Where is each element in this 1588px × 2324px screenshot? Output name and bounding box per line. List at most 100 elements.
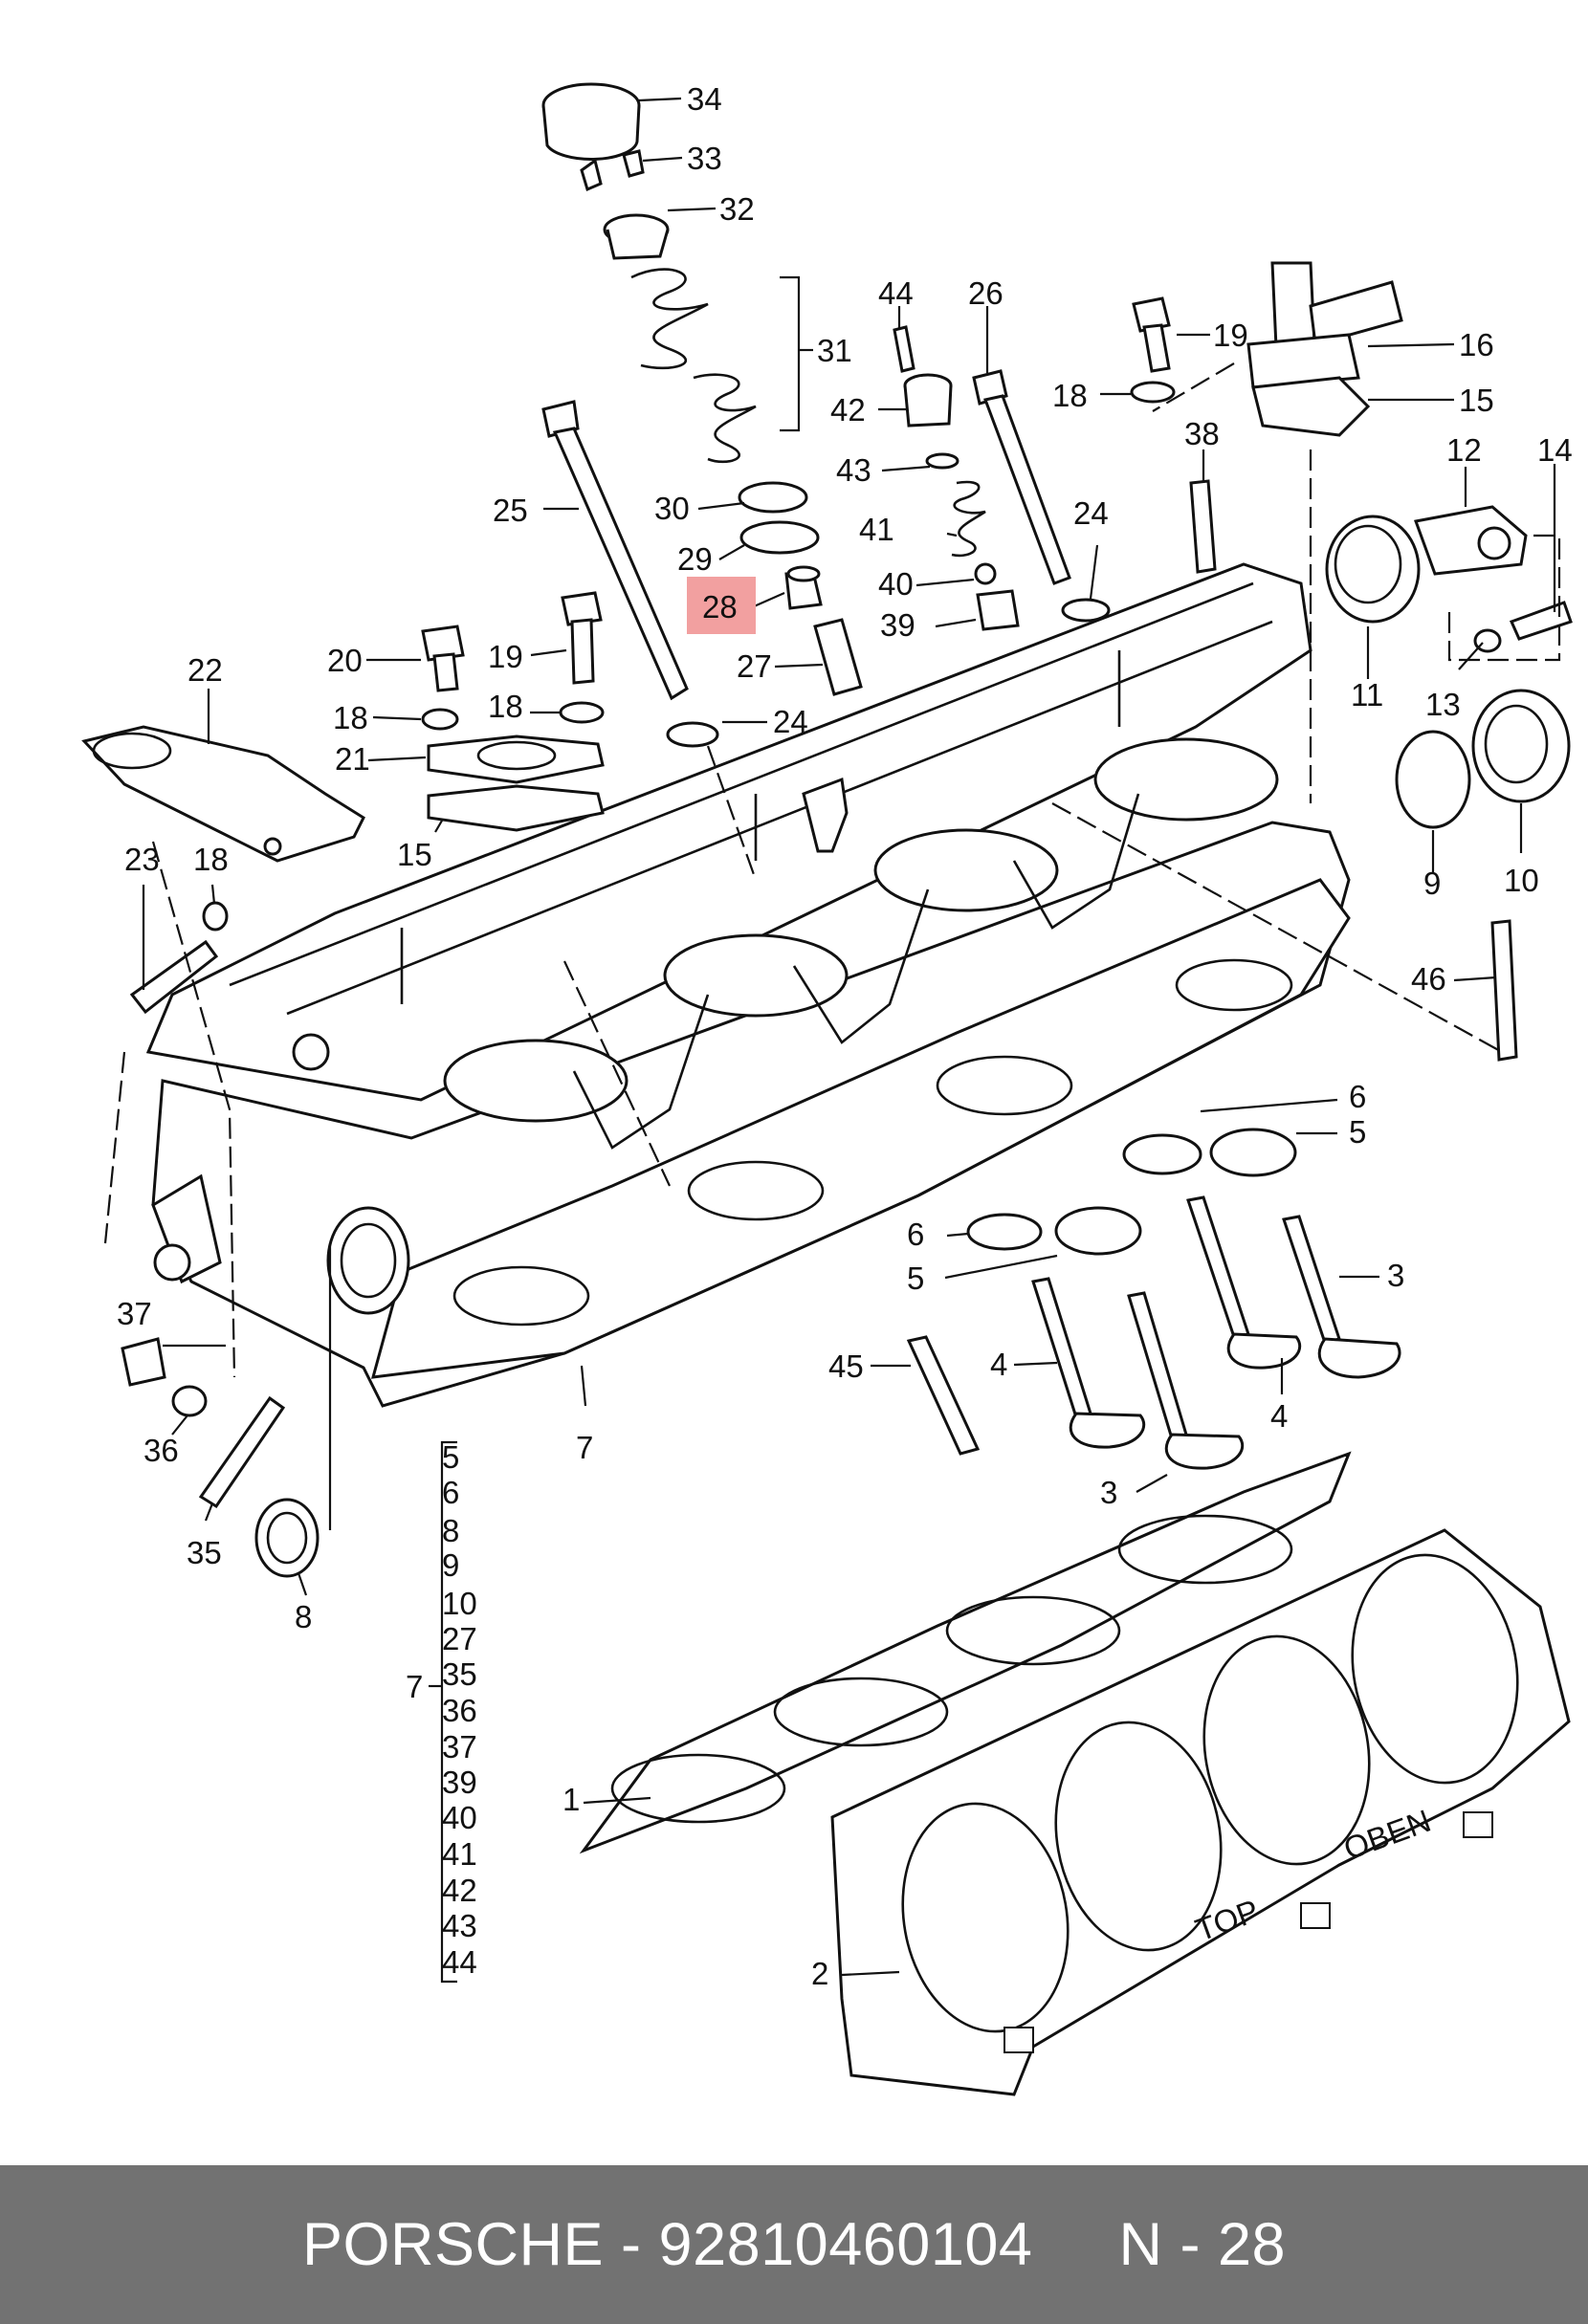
callout-5-a[interactable]: 5 (1349, 1114, 1366, 1150)
callout-6-b[interactable]: 6 (907, 1217, 924, 1252)
callout-43[interactable]: 43 (836, 452, 871, 488)
footer-separator: - (621, 2211, 642, 2278)
kit-item: 10 (442, 1586, 477, 1621)
part-23-bolt (129, 939, 219, 1015)
part-20-bolt (421, 625, 465, 692)
part-35-stud (198, 1395, 286, 1509)
callout-7-a[interactable]: 7 (576, 1430, 593, 1465)
callout-33[interactable]: 33 (687, 141, 722, 176)
callout-18-d[interactable]: 18 (193, 842, 229, 877)
assembly-lines (103, 362, 1561, 1378)
callout-25[interactable]: 25 (493, 493, 528, 528)
callout-39[interactable]: 39 (880, 607, 915, 643)
part-40-ball (974, 562, 997, 585)
part-3-valve-b (1127, 1291, 1245, 1470)
part-18-washer-a (1130, 381, 1176, 404)
callout-12[interactable]: 12 (1446, 432, 1482, 468)
callout-20[interactable]: 20 (327, 643, 363, 678)
callout-2[interactable]: 2 (811, 1956, 828, 1991)
part-22-bracket (81, 725, 365, 863)
part-33-valve-keepers (580, 149, 645, 192)
callout-40[interactable]: 40 (878, 566, 914, 602)
callout-6-a[interactable]: 6 (1349, 1079, 1366, 1114)
part-19-bolt-a (1132, 296, 1171, 373)
callout-23[interactable]: 23 (124, 842, 160, 877)
part-16-coolant-fitting (1246, 261, 1403, 389)
callout-15-a[interactable]: 15 (1459, 383, 1494, 418)
head-gasket-1 (579, 1451, 1352, 1854)
callout-15-b[interactable]: 15 (397, 837, 432, 872)
callout-3-b[interactable]: 3 (1100, 1475, 1117, 1510)
part-43-washer (925, 452, 959, 470)
callout-19-b[interactable]: 19 (488, 639, 523, 674)
kit-item: 36 (442, 1693, 477, 1728)
part-8-seal (254, 1498, 320, 1578)
footer-brand: PORSCHE (301, 2211, 605, 2278)
callout-29[interactable]: 29 (677, 541, 713, 577)
callout-18-c[interactable]: 18 (488, 689, 523, 724)
callout-46[interactable]: 46 (1411, 961, 1446, 997)
callout-26[interactable]: 26 (968, 275, 1004, 311)
callout-14[interactable]: 14 (1537, 432, 1573, 468)
footer-ref: N - 28 (1118, 2211, 1287, 2278)
callout-35[interactable]: 35 (187, 1535, 222, 1570)
callout-28[interactable]: 28 (702, 589, 738, 625)
callout-38[interactable]: 38 (1184, 416, 1220, 451)
callout-13[interactable]: 13 (1425, 687, 1461, 722)
callout-45[interactable]: 45 (828, 1348, 864, 1384)
callout-27[interactable]: 27 (737, 648, 772, 684)
callout-8[interactable]: 8 (295, 1599, 312, 1634)
footer-part-number: 92810460104 (658, 2211, 1033, 2278)
callout-21[interactable]: 21 (335, 741, 370, 777)
callout-37[interactable]: 37 (117, 1296, 152, 1331)
part-6-seat-b (966, 1213, 1043, 1251)
kit-item: 44 (442, 1944, 477, 1980)
part-36-nut (171, 1385, 208, 1417)
part-30-spring-seat (738, 481, 808, 514)
kit-item: 8 (442, 1513, 459, 1548)
callout-18-b[interactable]: 18 (333, 700, 368, 735)
callout-34[interactable]: 34 (687, 81, 722, 117)
part-3-valve-a (1282, 1215, 1401, 1379)
callout-32[interactable]: 32 (719, 191, 755, 227)
part-15-fitting-gasket (1251, 376, 1371, 437)
part-10-screw-plug (1471, 689, 1571, 803)
callout-11[interactable]: 11 (1351, 677, 1383, 713)
part-42-tensioner-head (903, 373, 953, 428)
callout-44[interactable]: 44 (878, 275, 914, 311)
part-11-cap (1325, 515, 1421, 624)
part-28-valve-stem-seal (784, 565, 823, 610)
callout-4-b[interactable]: 4 (1270, 1398, 1288, 1434)
part-4-valve-a (1186, 1195, 1302, 1370)
callout-4-a[interactable]: 4 (990, 1347, 1007, 1382)
callout-labels: 34 33 32 31 44 26 19 16 18 15 42 38 12 1… (117, 81, 1573, 1991)
callout-41[interactable]: 41 (859, 512, 894, 547)
callout-24-b[interactable]: 24 (773, 704, 808, 739)
leader-lines (142, 97, 1556, 1984)
callout-24-a[interactable]: 24 (1073, 495, 1109, 531)
part-27-valve-guide (813, 618, 863, 696)
callout-19-a[interactable]: 19 (1213, 318, 1248, 353)
part-14-bolt (1509, 601, 1573, 641)
callout-30[interactable]: 30 (654, 491, 690, 526)
callout-1[interactable]: 1 (562, 1782, 580, 1817)
callout-22[interactable]: 22 (187, 652, 223, 688)
callout-7-b[interactable]: 7 (406, 1669, 423, 1704)
part-6-seat-a (1122, 1133, 1202, 1175)
kit-item: 27 (442, 1621, 477, 1656)
callout-18-a[interactable]: 18 (1052, 378, 1088, 413)
callout-3-a[interactable]: 3 (1387, 1258, 1404, 1293)
callout-42[interactable]: 42 (830, 392, 866, 428)
callout-10[interactable]: 10 (1504, 863, 1539, 898)
part-13-washer (1473, 628, 1502, 653)
part-38-pin (1189, 479, 1217, 574)
callout-16[interactable]: 16 (1459, 327, 1494, 362)
head-gasket-2: TOP OBEN (830, 1528, 1571, 2096)
part-39-plunger (976, 589, 1020, 631)
callout-9[interactable]: 9 (1423, 866, 1441, 901)
callout-5-b[interactable]: 5 (907, 1261, 924, 1296)
callout-31[interactable]: 31 (817, 333, 852, 368)
part-29-spring-seat (739, 520, 820, 555)
callout-36[interactable]: 36 (143, 1433, 179, 1468)
